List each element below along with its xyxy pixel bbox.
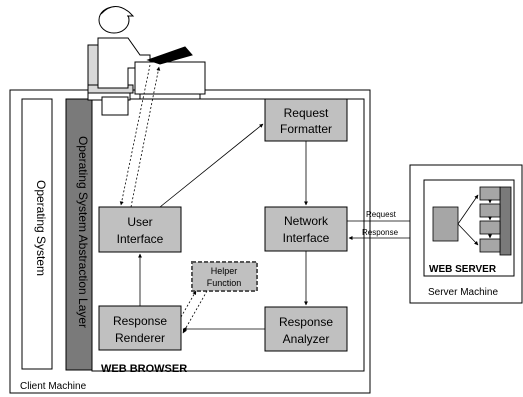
arrow-helper-to-renderer-dotted — [182, 290, 208, 334]
server-machine: Server Machine WEB SERVER — [409, 164, 523, 304]
request-formatter-label-line2: Formatter — [280, 122, 332, 136]
response-label: Response — [362, 228, 399, 237]
web-browser-label: WEB BROWSER — [101, 363, 187, 375]
request-formatter-box: Request Formatter — [264, 98, 348, 142]
arrow-ui-to-request-formatter — [159, 123, 264, 208]
operating-system-box: Operating System — [21, 98, 53, 370]
response-analyzer-label-line1: Response — [279, 315, 333, 329]
os-abstraction-layer-label: Operating System Abstraction Layer — [76, 136, 90, 328]
response-renderer-box: Response Renderer — [98, 305, 182, 351]
response-analyzer-box: Response Analyzer — [264, 306, 348, 352]
user-interface-label-line1: User — [127, 215, 152, 229]
os-abstraction-layer: Operating System Abstraction Layer — [65, 98, 93, 371]
network-interface-box: Network Interface — [264, 206, 348, 252]
operating-system-label: Operating System — [34, 180, 48, 276]
helper-function-label-line2: Function — [207, 278, 242, 288]
helper-function-label-line1: Helper — [211, 266, 238, 276]
web-server-internals — [432, 186, 512, 256]
client-machine-label: Client Machine — [20, 381, 87, 392]
user-figure-icon — [87, 6, 206, 116]
request-formatter-label-line1: Request — [284, 106, 329, 120]
response-renderer-label-line1: Response — [113, 314, 167, 328]
network-interface-label-line2: Interface — [283, 231, 330, 245]
web-server-label: WEB SERVER — [429, 264, 497, 275]
response-analyzer-label-line2: Analyzer — [283, 332, 330, 346]
arrow-renderer-to-helper-dotted — [180, 290, 197, 318]
user-interface-box: User Interface — [98, 206, 182, 253]
response-renderer-label-line2: Renderer — [115, 331, 165, 345]
user-interface-label-line2: Interface — [117, 232, 164, 246]
helper-function-box: Helper Function — [191, 261, 258, 292]
network-interface-label-line1: Network — [284, 214, 329, 228]
internal-arrows — [138, 123, 308, 334]
server-machine-label: Server Machine — [428, 287, 498, 298]
web-browser-frame: WEB BROWSER — [91, 98, 365, 375]
request-label: Request — [366, 210, 397, 219]
